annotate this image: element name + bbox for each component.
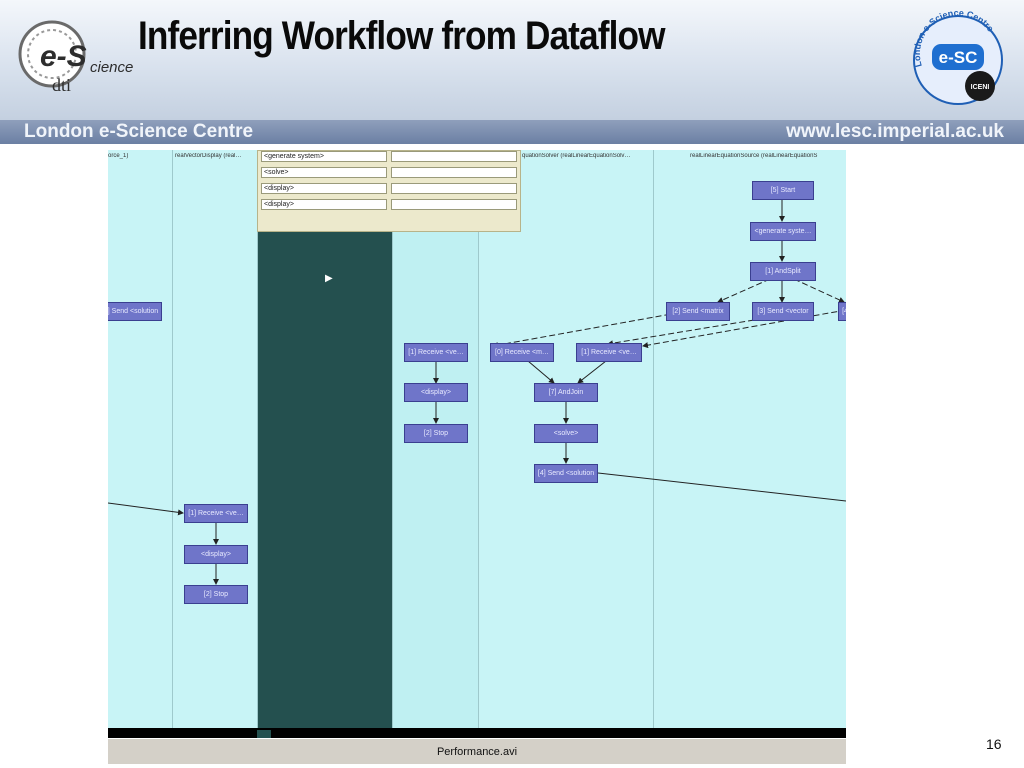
- lane-divider: [172, 150, 173, 728]
- video-status-bar: Performance.avi: [108, 738, 846, 764]
- lane-header: realVectorDisplay (real…: [175, 153, 242, 159]
- popup-row: <display>: [261, 183, 517, 194]
- seek-marker[interactable]: [257, 730, 271, 738]
- workflow-node[interactable]: <display>: [404, 383, 468, 402]
- logo-right-badge: ICENI: [971, 84, 990, 91]
- lane-divider: [257, 150, 258, 728]
- mouse-cursor-icon: ▶: [325, 273, 333, 284]
- properties-popup: <generate system> <solve> <display> <dis…: [257, 150, 521, 232]
- workflow-node[interactable]: [0] Receive <m…: [490, 343, 554, 362]
- workflow-node[interactable]: [7] AndJoin: [534, 383, 598, 402]
- video-filename: Performance.avi: [436, 746, 518, 758]
- lane-divider: [478, 150, 479, 728]
- popup-row: <solve>: [261, 167, 517, 178]
- banner-url: www.lesc.imperial.ac.uk: [786, 121, 1004, 142]
- e-science-dti-logo: e-S cience dti: [18, 12, 143, 97]
- banner-organisation: London e-Science Centre: [24, 121, 254, 142]
- logo-left-main: e-S: [40, 40, 87, 73]
- dark-swimlane: [257, 150, 392, 728]
- workflow-node[interactable]: [4] Send <solution: [534, 464, 598, 483]
- popup-cell[interactable]: <solve>: [261, 167, 387, 178]
- lane-header: realLinearEquationSource (realLinearEqua…: [690, 153, 818, 159]
- popup-row: <generate system>: [261, 151, 517, 162]
- popup-row: <display>: [261, 199, 517, 210]
- popup-value-cell[interactable]: [391, 183, 517, 194]
- institution-banner: London e-Science Centre www.lesc.imperia…: [0, 120, 1024, 144]
- popup-value-cell[interactable]: [391, 199, 517, 210]
- page-number: 16: [986, 736, 1002, 752]
- workflow-node[interactable]: [1] Receive <ve…: [404, 343, 468, 362]
- popup-value-cell[interactable]: [391, 167, 517, 178]
- video-seek-bar[interactable]: [108, 728, 846, 738]
- popup-cell[interactable]: <generate system>: [261, 151, 387, 162]
- lesc-logo: London e-Science Centre e-SC ICENI: [908, 8, 1008, 110]
- workflow-node[interactable]: <generate syste…: [750, 222, 816, 241]
- workflow-node[interactable]: ] Send <solution: [108, 302, 162, 321]
- lane-divider: [392, 150, 393, 728]
- popup-cell[interactable]: <display>: [261, 199, 387, 210]
- lane-header: quationSolver (realLinearEquationSolv…: [522, 153, 631, 159]
- workflow-node[interactable]: [2] Stop: [184, 585, 248, 604]
- workflow-node[interactable]: [3] Send <vector: [752, 302, 814, 321]
- workflow-node[interactable]: [2] Stop: [404, 424, 468, 443]
- workflow-connectors: [108, 198, 846, 585]
- slide-header: e-S cience dti Inferring Workflow from D…: [0, 0, 1024, 120]
- popup-value-cell[interactable]: [391, 151, 517, 162]
- slide-title: Inferring Workflow from Dataflow: [138, 14, 665, 58]
- lane-header: orce_1): [108, 153, 129, 159]
- workflow-node[interactable]: <solve>: [534, 424, 598, 443]
- logo-left-suffix: cience: [90, 59, 133, 76]
- popup-cell[interactable]: <display>: [261, 183, 387, 194]
- workflow-node[interactable]: [1] Receive <ve…: [576, 343, 642, 362]
- workflow-node[interactable]: [2] Send <matrix: [666, 302, 730, 321]
- logo-right-main: e-SC: [939, 48, 978, 67]
- workflow-node[interactable]: [1] AndSplit: [750, 262, 816, 281]
- logo-left-sub: dti: [52, 75, 71, 95]
- video-player[interactable]: orce_1) realVectorDisplay (real… quation…: [108, 150, 846, 764]
- workflow-node[interactable]: <display>: [184, 545, 248, 564]
- workflow-node[interactable]: [1] Receive <ve…: [184, 504, 248, 523]
- lane-divider: [653, 150, 654, 728]
- workflow-node[interactable]: [5] Start: [752, 181, 814, 200]
- workflow-node[interactable]: [4: [838, 302, 846, 321]
